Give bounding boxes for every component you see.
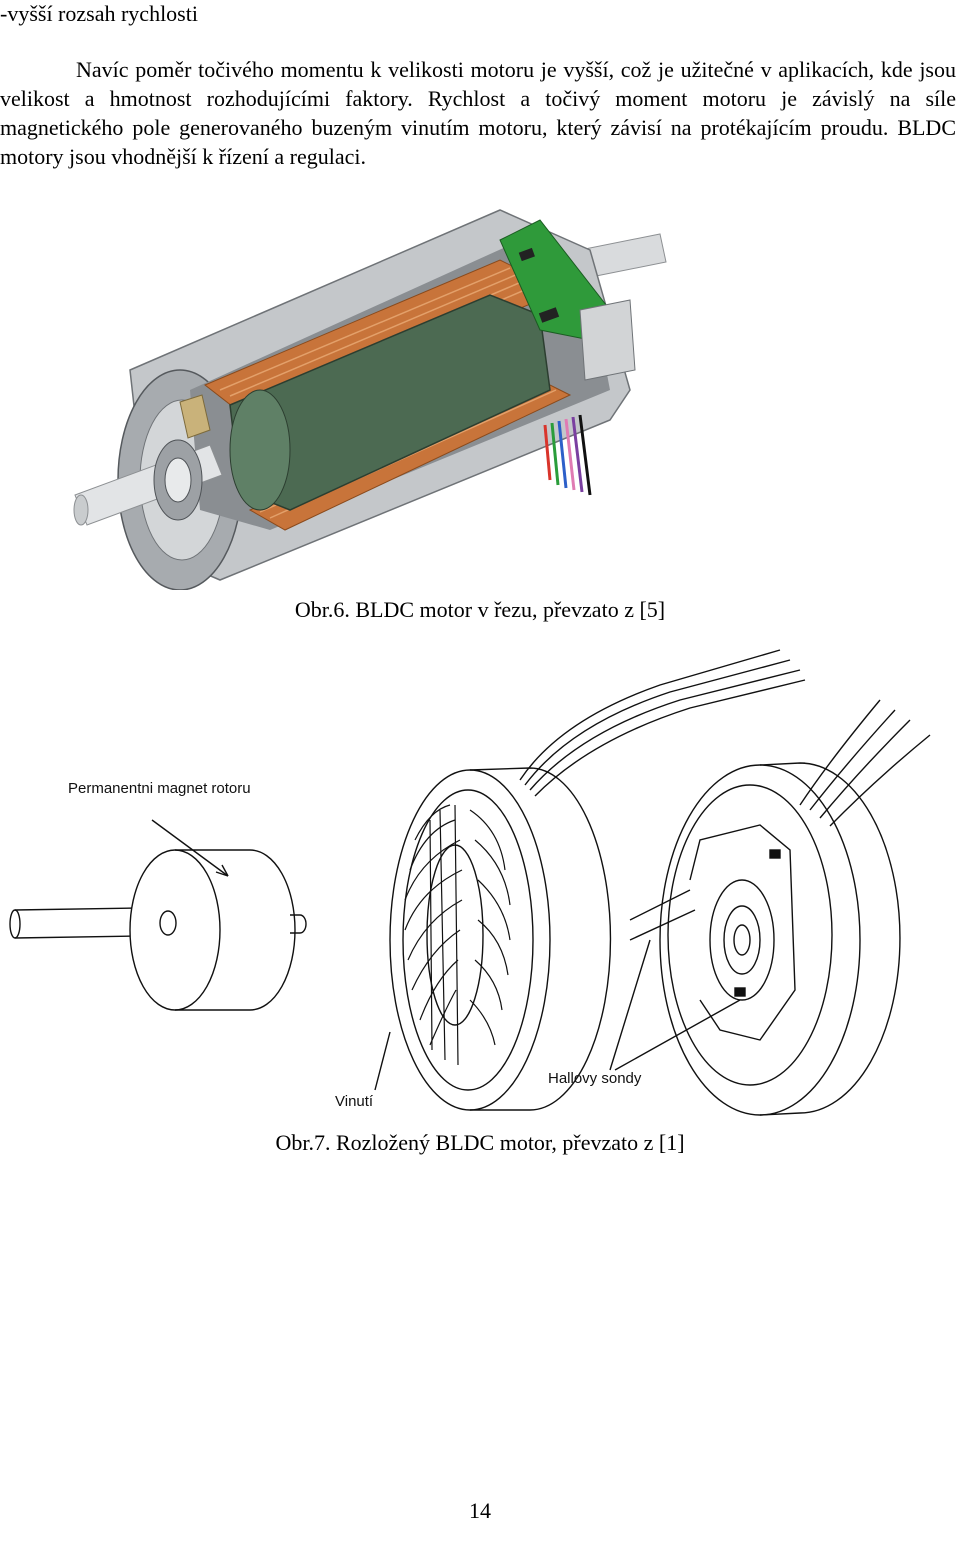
figure7-caption: Obr.7. Rozložený BLDC motor, převzato z … (275, 1130, 685, 1155)
hall-sensors-label: Hallovy sondy (548, 1070, 642, 1087)
page-number: 14 (469, 1498, 491, 1523)
winding-label: Vinutí (335, 1093, 374, 1110)
bullet-line: -vyšší rozsah rychlosti (0, 1, 198, 26)
body-paragraph: Navíc poměr točivého momentu k velikosti… (0, 57, 956, 169)
bldc-motor-cutaway-figure (73, 209, 667, 590)
rotor-magnet-label: Permanentni magnet rotoru (68, 780, 251, 797)
figure6-caption: Obr.6. BLDC motor v řezu, převzato z [5] (294, 597, 666, 622)
bldc-motor-exploded-figure: Permanentni magnet rotoru Vinutí Hallovy… (9, 649, 931, 1116)
